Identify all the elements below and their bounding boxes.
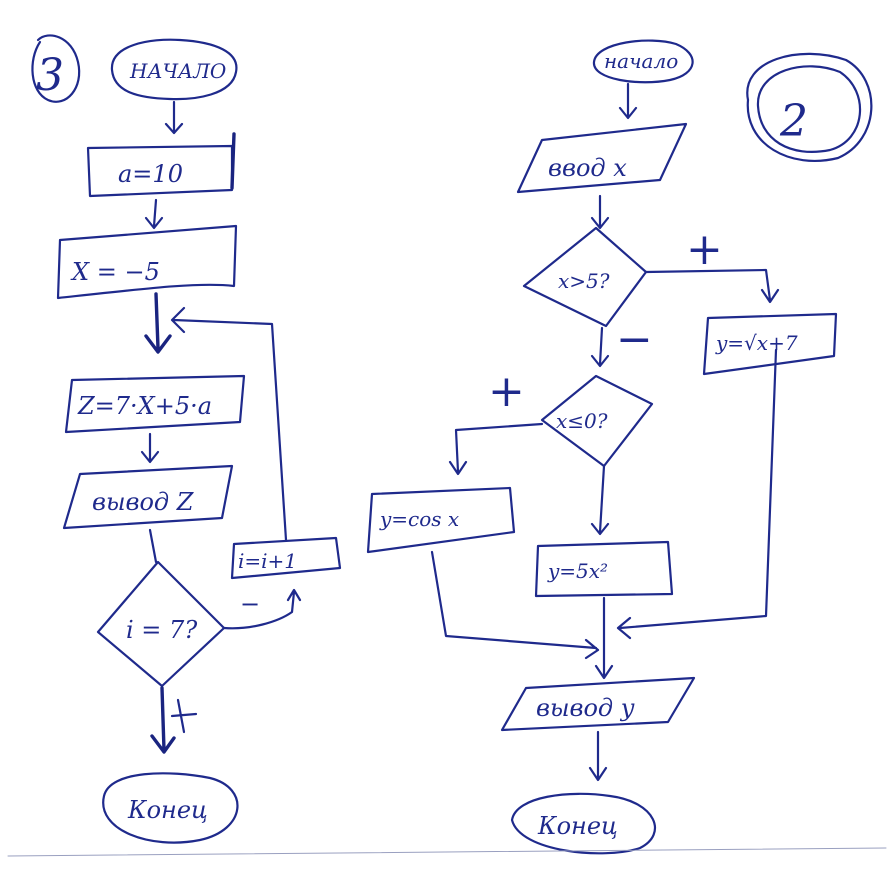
decision-x-gt-5: x>5? [522, 226, 648, 328]
y-cos-block: y=cos x [366, 486, 516, 554]
end-oval-3: Конец [102, 772, 239, 844]
decision-3-label: i = 7? [126, 616, 197, 644]
diagram-2-number: 2 [779, 96, 808, 147]
decision-2-label: x≤0? [556, 409, 608, 433]
start-oval: НАЧАЛО [110, 38, 238, 101]
compute-z-label: Z=7·X+5·a [77, 392, 212, 420]
start-label: НАЧАЛО [129, 59, 226, 83]
assign-a-label: a=10 [118, 160, 183, 188]
decision-x-le-0: x≤0? [540, 374, 654, 468]
decision-i-equals-7: i = 7? [96, 560, 226, 688]
decision-1-label: x>5? [558, 269, 610, 293]
end-oval-2: Конец [510, 792, 657, 855]
diagram-2-number-badge: 2 [746, 52, 873, 163]
y-sqrt-label: y=√x+7 [715, 331, 798, 355]
no-label-1: − [616, 314, 653, 365]
input-x-label: ввод x [548, 154, 627, 182]
diagram-3-number-badge: 3 [31, 34, 81, 103]
no-label-3: − [240, 590, 260, 618]
increment-label: i=i+1 [238, 549, 297, 573]
output-y-block: вывод y [500, 676, 696, 732]
y-square-block: y=5x² [534, 540, 674, 598]
end-label-2: Конец [537, 812, 618, 840]
end-label-3: Конец [127, 796, 208, 824]
start-oval-2: начало [592, 39, 694, 84]
y-sqrt-block: y=√x+7 [702, 312, 838, 376]
output-y-label: вывод y [536, 694, 635, 722]
assign-x-label: X = −5 [70, 258, 160, 286]
y-cos-label: y=cos x [379, 507, 459, 531]
y-square-label: y=5x² [547, 559, 608, 583]
diagram-3: 3 НАЧАЛО a=10 X = −5 Z=7·X+5·a [31, 34, 342, 844]
yes-label-2: + [488, 366, 525, 417]
yes-label-1: + [686, 224, 723, 275]
output-z-block: вывод Z [62, 464, 234, 530]
diagram-3-number: 3 [36, 50, 64, 101]
start-label-2: начало [604, 49, 678, 73]
diagram-2: 2 начало ввод x x>5? + y=√x+7 − [366, 39, 873, 855]
compute-z-block: Z=7·X+5·a [64, 374, 246, 434]
assign-a-block: a=10 [86, 132, 236, 198]
increment-block: i=i+1 [230, 536, 342, 580]
output-z-label: вывод Z [92, 488, 195, 516]
assign-x-block: X = −5 [56, 224, 238, 300]
input-x-block: ввод x [516, 122, 688, 194]
